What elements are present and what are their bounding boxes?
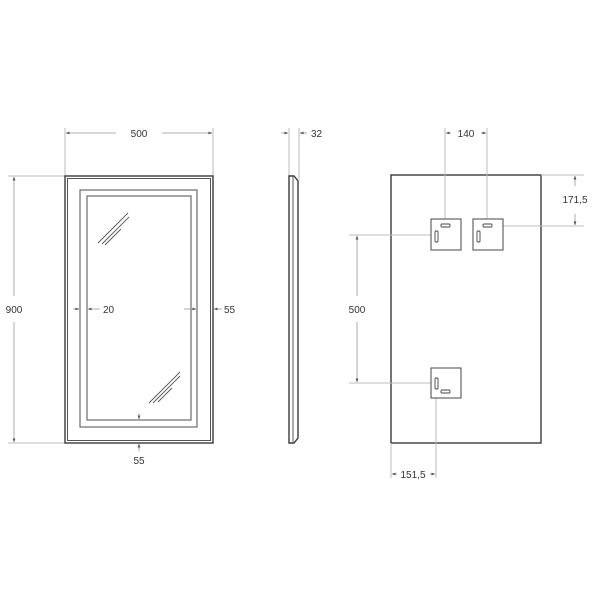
left-offset-dimension: 151,5 <box>390 383 437 481</box>
top-offset-dimension: 171,5 <box>489 174 588 227</box>
bracket-spacing-dimension: 140 <box>444 128 488 226</box>
left-offset-label: 151,5 <box>400 470 425 481</box>
bottom-frame-label: 55 <box>133 456 145 467</box>
height-label: 900 <box>6 305 23 316</box>
side-view: 32 <box>281 128 323 444</box>
glass-reflection-icon <box>97 212 181 404</box>
outer-frame-inner-edge <box>67 178 211 441</box>
led-band-outer <box>79 189 198 428</box>
width-dimension: 500 <box>64 128 214 176</box>
mirror-frame <box>64 175 214 444</box>
side-frame-label: 55 <box>224 305 236 316</box>
vertical-bracket-spacing-dimension: 500 <box>349 234 436 384</box>
width-label: 500 <box>131 129 148 140</box>
top-offset-label: 171,5 <box>562 195 587 206</box>
back-view: 140 171,5 500 151,5 <box>349 128 588 481</box>
outer-frame-edge <box>64 175 214 444</box>
height-dimension: 900 <box>6 175 65 444</box>
mirror-side-profile <box>288 175 299 444</box>
bottom-frame-dimension: 55 <box>133 413 145 467</box>
bracket-top-left <box>430 218 462 251</box>
front-view: 500 900 <box>6 128 236 467</box>
mirror-glass <box>86 195 192 421</box>
bracket-spacing-label: 140 <box>458 129 475 140</box>
inner-gap-dimension: 20 <box>73 305 115 316</box>
depth-label: 32 <box>311 129 323 140</box>
bracket-bottom <box>430 367 462 399</box>
vertical-bracket-spacing-label: 500 <box>349 305 366 316</box>
inner-gap-label: 20 <box>103 305 115 316</box>
bracket-top-right <box>472 218 504 251</box>
back-panel <box>390 174 542 444</box>
side-frame-dimension: 55 <box>184 305 236 316</box>
